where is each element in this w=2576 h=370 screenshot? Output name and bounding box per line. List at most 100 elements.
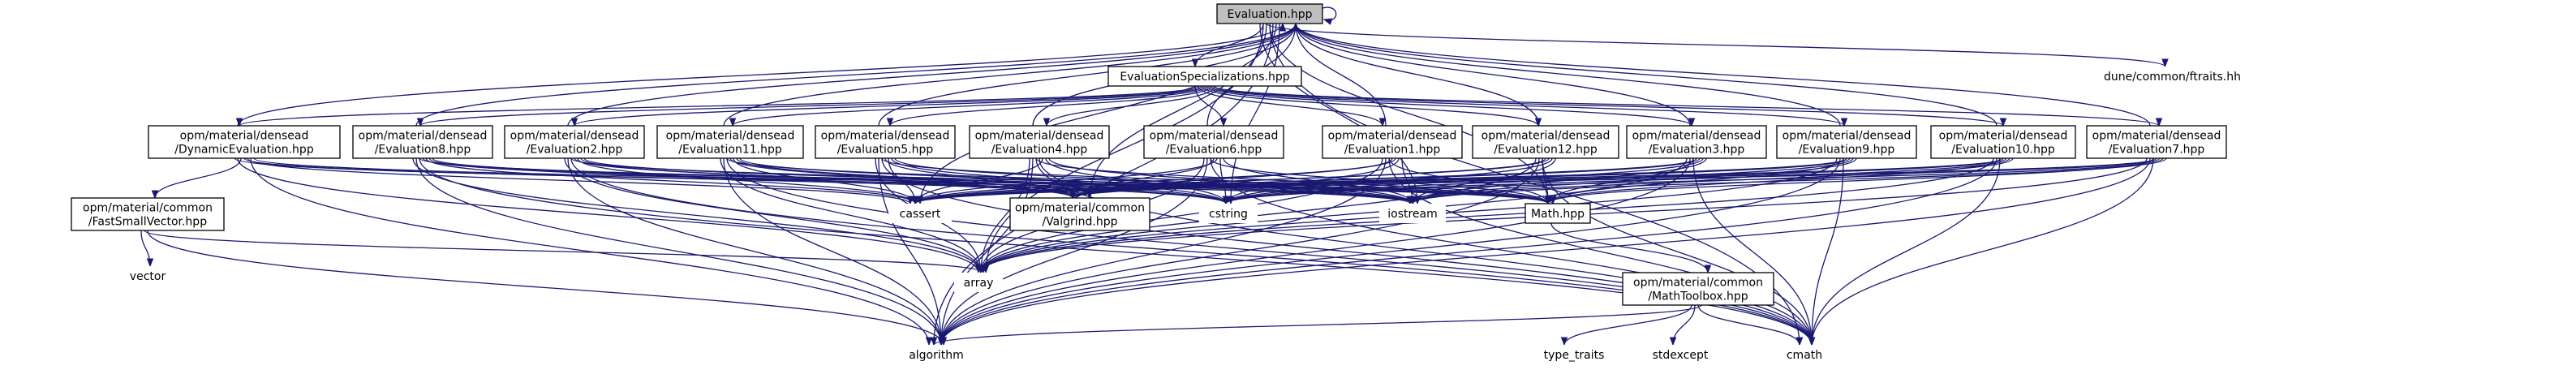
edge-ev8-to-root (415, 23, 1297, 127)
node-layer: Evaluation.hppEvaluationSpecializations.… (71, 3, 2243, 364)
edge-ev7-to-root (1295, 23, 2151, 127)
arrowhead-mtb-to-algorithm (930, 337, 938, 346)
edge-root-to-root (1322, 6, 1337, 21)
node-box-root (1216, 3, 1323, 24)
edge-ev5-to-math (881, 157, 1549, 204)
edge-dyn-to-cassert (247, 157, 911, 204)
node-ev5[interactable]: opm/material/densead/Evaluation5.hpp (815, 125, 956, 159)
node-label-ev6-0: opm/material/densead (1150, 130, 1279, 143)
edge-root-to-math (1269, 23, 1549, 204)
node-label-root-0: Evaluation.hpp (1228, 8, 1313, 21)
node-box-ev12 (1472, 125, 1619, 159)
node-label-ev2-0: opm/material/densead (510, 130, 639, 143)
node-valgrind[interactable]: opm/material/common/Valgrind.hpp (1009, 197, 1150, 231)
node-ev1[interactable]: opm/material/densead/Evaluation1.hpp (1322, 125, 1463, 159)
arrowhead-root-to-spec (1191, 58, 1199, 68)
edge-ev12-to-cmath (1542, 157, 1813, 346)
node-dyn[interactable]: opm/material/densead/DynamicEvaluation.h… (148, 125, 341, 159)
node-label-ev5-0: opm/material/densead (821, 130, 950, 143)
node-ev10[interactable]: opm/material/densead/Evaluation10.hpp (1930, 125, 2076, 159)
node-ev7[interactable]: opm/material/densead/Evaluation7.hpp (2086, 125, 2227, 159)
edge-ev3-to-cassert (914, 157, 1701, 204)
arrowhead-ev7-to-cmath (1808, 337, 1816, 346)
node-label-ev2-1: /Evaluation2.hpp (527, 144, 623, 157)
edge-ev4-to-cstring (1045, 157, 1227, 204)
edge-ev10-to-root (1295, 23, 1998, 127)
node-math[interactable]: Math.hpp (1525, 203, 1591, 224)
node-box-ev4 (969, 125, 1110, 159)
edge-ev12-to-cassert (914, 157, 1550, 204)
node-ev4[interactable]: opm/material/densead/Evaluation4.hpp (969, 125, 1110, 159)
node-fsv[interactable]: opm/material/common/FastSmallVector.hpp (71, 197, 225, 231)
node-label-spec-0: EvaluationSpecializations.hpp (1120, 71, 1289, 84)
edge-ev5-to-root (878, 23, 1297, 127)
node-spec[interactable]: EvaluationSpecializations.hpp (1107, 66, 1302, 87)
node-box-ev3 (1626, 125, 1767, 159)
edge-ev4-to-array (980, 157, 1030, 273)
edge-spec-to-ev1 (1198, 85, 1383, 127)
node-ev3[interactable]: opm/material/densead/Evaluation3.hpp (1626, 125, 1767, 159)
arrowhead-spec-to-ev3 (1688, 118, 1696, 127)
edge-mtb-to-type_traits (1563, 304, 1692, 346)
edge-ev4-to-cassert (914, 157, 1043, 204)
edge-ev7-to-cmath (1811, 157, 2154, 346)
node-box-array (954, 273, 1003, 292)
node-label-ev1-1: /Evaluation1.hpp (1344, 144, 1441, 157)
edge-ev2-to-iostream (583, 157, 1413, 204)
node-box-ev8 (352, 125, 493, 159)
edge-dyn-to-fsv (154, 157, 242, 199)
edge-ev5-to-algorithm (878, 157, 942, 346)
node-label-mtb-0: opm/material/common (1633, 277, 1763, 290)
edge-ev10-to-cstring (1225, 157, 2010, 204)
edge-ev3-to-root (1295, 23, 1691, 127)
arrowhead-ev7-to-valgrind (1069, 190, 1077, 200)
node-label-fsv-1: /FastSmallVector.hpp (88, 216, 207, 229)
arrowhead-ev7-to-math (1544, 196, 1552, 205)
node-root[interactable]: Evaluation.hpp (1216, 3, 1323, 24)
edge-spec-to-ev3 (1204, 85, 1692, 127)
arrowhead-spec-to-ev5 (886, 118, 894, 127)
node-box-ev5 (815, 125, 956, 159)
edge-ev2-to-cassert (577, 157, 916, 204)
arrowhead-spec-to-ev7 (2155, 118, 2163, 127)
edge-ev7-to-algorithm (940, 157, 2151, 346)
node-box-vector (117, 266, 178, 286)
node-label-vector-0: vector (130, 270, 166, 283)
node-box-ev10 (1930, 125, 2076, 159)
node-ev11[interactable]: opm/material/densead/Evaluation11.hpp (656, 125, 804, 159)
node-box-stdexcept (1644, 345, 1717, 364)
arrowhead-dyn-to-root (1279, 22, 1287, 32)
node-ev8[interactable]: opm/material/densead/Evaluation8.hpp (352, 125, 493, 159)
node-mtb[interactable]: opm/material/common/MathToolbox.hpp (1622, 272, 1774, 306)
edge-ev2-to-root (567, 23, 1297, 127)
node-label-math-0: Math.hpp (1531, 208, 1585, 221)
edge-ev12-to-root (1295, 23, 1540, 127)
edge-ev7-to-cstring (1225, 157, 2164, 204)
node-label-ev12-0: opm/material/densead (1482, 130, 1611, 143)
arrowhead-ev7-to-cstring (1222, 196, 1230, 205)
node-box-algorithm (897, 345, 975, 364)
node-label-ev3-1: /Evaluation3.hpp (1649, 144, 1745, 157)
node-ev12[interactable]: opm/material/densead/Evaluation12.hpp (1472, 125, 1619, 159)
arrowhead-ev7-to-array (977, 265, 985, 274)
edge-mtb-to-algorithm (933, 304, 1702, 346)
node-label-cstring-0: cstring (1209, 208, 1248, 221)
edge-spec-to-ev11 (732, 85, 1209, 127)
node-label-iostream-0: iostream (1387, 208, 1438, 221)
node-ev2[interactable]: opm/material/densead/Evaluation2.hpp (504, 125, 645, 159)
node-label-stdexcept-0: stdexcept (1653, 349, 1709, 362)
edge-fsv-to-algorithm (147, 230, 944, 346)
arrowhead-fsv-to-vector (146, 258, 154, 268)
node-box-fsv (71, 197, 225, 231)
edge-ev9-to-root (1295, 23, 1841, 127)
node-box-ev11 (656, 125, 804, 159)
node-label-dyn-1: /DynamicEvaluation.hpp (174, 144, 314, 157)
arrowhead-spec-to-ev10 (1999, 118, 2007, 127)
node-ev9[interactable]: opm/material/densead/Evaluation9.hpp (1776, 125, 1917, 159)
edge-root-to-cstring (1230, 23, 1280, 204)
node-label-array-0: array (964, 277, 994, 290)
node-ev6[interactable]: opm/material/densead/Evaluation6.hpp (1143, 125, 1284, 159)
arrowhead-mtb-to-type_traits (1560, 337, 1568, 346)
edge-spec-to-ev12 (1201, 85, 1539, 127)
